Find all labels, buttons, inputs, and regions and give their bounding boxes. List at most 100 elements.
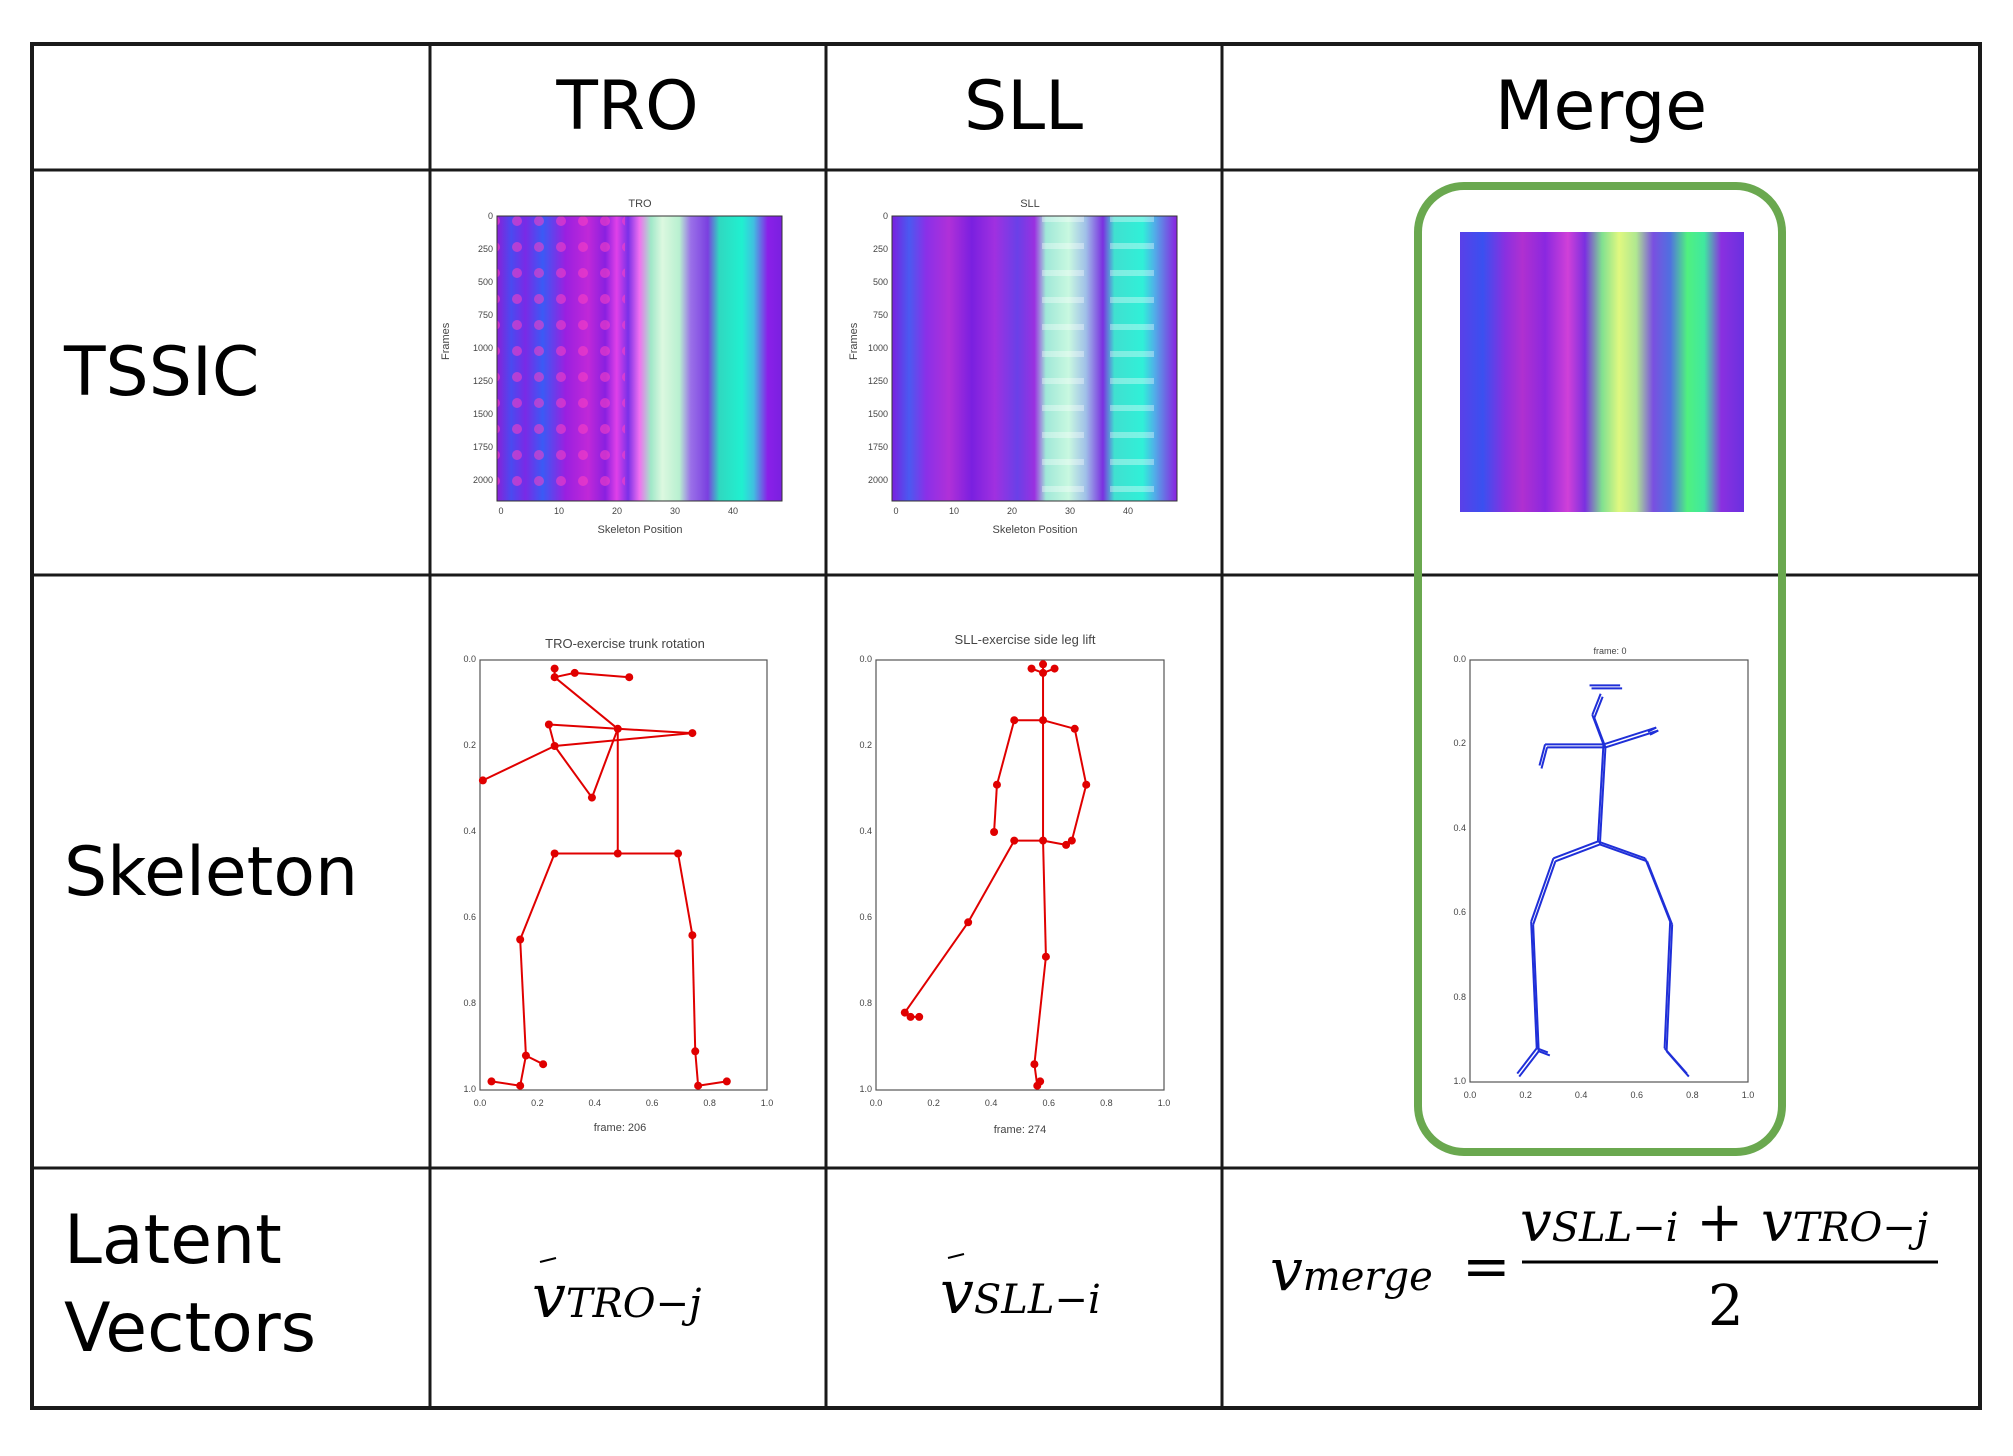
tssic-sll-ytick: 500	[872, 277, 888, 287]
skel-tro-bone	[491, 1080, 521, 1087]
tssic-sll-xtick: 40	[1122, 506, 1133, 516]
skel-merge-bone	[1599, 843, 1648, 863]
tssic-sll-ytick: 750	[872, 310, 888, 320]
skel-sll-joint	[900, 1008, 909, 1017]
skel-sll-ytick: 0.0	[859, 654, 872, 664]
tssic-sll-ytick: 1000	[867, 343, 888, 353]
skel-sll-joint	[1010, 836, 1019, 845]
tssic-sll-ylabel: Frames	[848, 322, 860, 360]
skel-sll-joint	[1039, 716, 1048, 725]
row-label-latent-line2: Vectors	[64, 1289, 317, 1368]
skel-merge-xtick: 0.8	[1686, 1090, 1699, 1100]
tssic-tro-pattern	[497, 216, 625, 501]
skel-sll-xtick: 0.4	[984, 1098, 998, 1108]
skel-sll-joint	[1010, 716, 1019, 725]
skel-merge-ytick: 0.6	[1453, 907, 1466, 918]
skel-sll-xlabel: frame: 274	[993, 1124, 1047, 1136]
tssic-sll-ytick: 1250	[867, 376, 888, 386]
formula-merge-numerator: vSLL−i + vTRO−j	[1520, 1190, 1928, 1255]
skel-sll-joint	[1082, 780, 1091, 789]
skel-merge-bone	[1597, 840, 1646, 860]
skel-tro-xtick: 1.0	[760, 1098, 774, 1108]
skel-merge-ytick: 0.2	[1453, 738, 1466, 749]
skel-sll-joint	[1036, 1077, 1045, 1086]
tssic-tro-ytick: 1500	[472, 409, 493, 419]
tssic-sll-band-1	[1042, 216, 1084, 501]
skel-sll-joint	[1070, 724, 1079, 733]
skel-merge-bone	[1665, 924, 1674, 1052]
skel-tro-title: TRO-exercise trunk rotation	[545, 636, 705, 651]
skel-tro-joint	[570, 668, 579, 677]
skel-tro-joint	[487, 1077, 496, 1086]
tssic-tro-xlabel: Skeleton Position	[597, 524, 683, 536]
skel-sll-bone	[967, 840, 1016, 923]
skel-tro-bone	[554, 732, 693, 747]
skel-sll-xtick: 0.2	[927, 1098, 940, 1108]
skel-tro-joint	[613, 849, 622, 858]
skel-sll-bone	[1073, 728, 1088, 785]
tssic-tro-xtick: 40	[727, 506, 738, 516]
tssic-tro-title: TRO	[628, 198, 652, 210]
skel-sll-bone	[903, 921, 969, 1014]
tssic-sll-ytick: 2000	[867, 475, 888, 485]
tssic-sll-xtick: 0	[893, 506, 899, 516]
skel-sll-ytick: 0.8	[859, 998, 872, 1008]
skel-sll-bone	[1042, 840, 1047, 957]
skel-sll-ytick: 0.4	[859, 826, 872, 836]
skel-tro-bone	[553, 745, 593, 799]
formula-merge-num-b-base: v	[1761, 1190, 1793, 1255]
skel-tro-bone	[617, 727, 693, 735]
formula-merge-num-a-base: v	[1520, 1190, 1552, 1255]
skel-merge-ytick: 0.0	[1453, 654, 1466, 664]
skel-tro-joint	[544, 720, 553, 729]
skel-merge-bone	[1665, 1050, 1690, 1078]
formula-sll-base: v	[940, 1258, 974, 1328]
skel-tro-bone	[519, 1055, 527, 1086]
skel-merge-xtick: 0.2	[1519, 1090, 1532, 1100]
skel-tro-bone	[482, 745, 556, 782]
skel-sll-joint	[1039, 660, 1048, 669]
skel-sll-bone	[993, 784, 998, 833]
skel-tro-joint	[587, 793, 596, 802]
tssic-tro-xtick: 20	[611, 506, 622, 516]
skel-merge-bone	[1605, 729, 1659, 749]
tssic-sll-ytick: 250	[872, 244, 888, 254]
skel-merge-xtick: 0.0	[1463, 1090, 1477, 1100]
formula-sll-sub: SLL−i	[973, 1277, 1101, 1323]
skel-sll-joint	[1027, 664, 1036, 673]
skel-tro-bone	[519, 853, 556, 940]
skel-merge-bone	[1530, 858, 1555, 922]
col-header-sll: SLL	[964, 67, 1083, 146]
tssic-tro-ytick: 1750	[472, 442, 493, 452]
skel-merge-bone	[1646, 860, 1674, 926]
skel-merge-bone	[1540, 747, 1549, 769]
skel-sll-ytick: 0.2	[859, 740, 872, 750]
skel-merge-bone	[1538, 1050, 1551, 1057]
tssic-tro-frame	[496, 215, 783, 502]
skel-tro-joint	[550, 673, 559, 682]
tssic-tro-xtick: 30	[669, 506, 680, 516]
formula-merge-denominator: 2	[1708, 1274, 1744, 1339]
tssic-sll-xtick: 20	[1006, 506, 1017, 516]
skel-merge-title: frame: 0	[1593, 646, 1627, 656]
tssic-sll-band-2	[1110, 216, 1154, 501]
skel-merge-bone	[1596, 744, 1605, 842]
skel-tro-joint	[688, 729, 697, 738]
skel-sll-xtick: 0.8	[1100, 1098, 1113, 1108]
tssic-tro-xtick: 0	[498, 506, 504, 516]
skel-merge-bone	[1598, 747, 1607, 845]
skel-tro-xlabel: frame: 206	[593, 1122, 647, 1134]
formula-merge-num-b-sub: TRO−j	[1792, 1205, 1929, 1251]
skel-tro-bone	[694, 1051, 700, 1086]
skel-merge-ytick: 0.4	[1453, 822, 1466, 833]
skel-tro-joint	[516, 935, 525, 944]
tssic-tro-ytick: 1000	[472, 343, 493, 353]
tssic-tro-ytick: 750	[477, 310, 493, 320]
tssic-sll-title: SLL	[1020, 198, 1040, 210]
skel-tro-joint	[694, 1081, 703, 1090]
skel-tro-joint	[550, 742, 559, 750]
tssic-tro-ytick: 2000	[472, 475, 493, 485]
skel-tro-xtick: 0.8	[703, 1098, 716, 1108]
tssic-sll-ytick: 0	[882, 211, 888, 221]
formula-merge-lhs-base: v	[1270, 1236, 1303, 1304]
